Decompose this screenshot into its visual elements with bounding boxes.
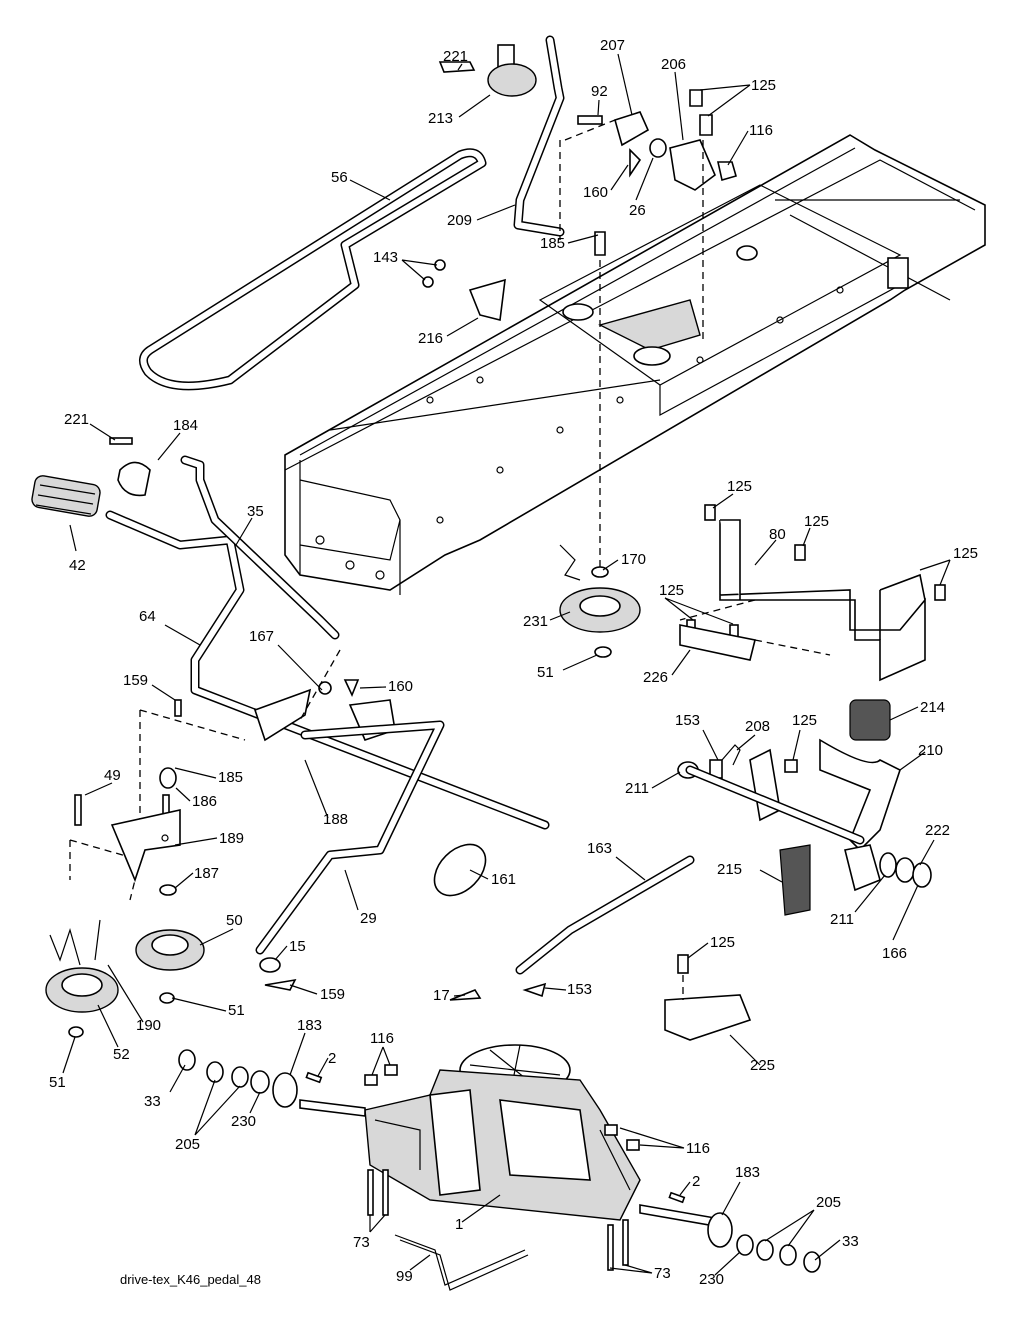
callout-17: 17: [433, 987, 450, 1004]
callout-64: 64: [139, 608, 156, 625]
callout-80: 80: [769, 526, 786, 543]
callout-143: 143: [373, 249, 398, 266]
callout-160: 160: [388, 678, 413, 695]
pulley-assembly: [45, 767, 547, 1038]
callout-33: 33: [842, 1233, 859, 1250]
drawing-caption: drive-tex_K46_pedal_48: [120, 1272, 261, 1287]
callout-166: 166: [882, 945, 907, 962]
callout-221: 221: [64, 411, 89, 428]
callout-35: 35: [247, 503, 264, 520]
callout-42: 42: [69, 557, 86, 574]
frame: [284, 134, 986, 595]
callout-116: 116: [686, 1140, 710, 1157]
callout-206: 206: [661, 56, 686, 73]
callout-215: 215: [717, 861, 742, 878]
callout-labels: 221 213 207 92 206 125 116 56 160 26 209…: [49, 37, 978, 1288]
callout-161: 161: [491, 871, 516, 888]
callout-190: 190: [136, 1017, 161, 1034]
callout-153: 153: [675, 712, 700, 729]
callout-205: 205: [175, 1136, 200, 1153]
callout-210: 210: [918, 742, 943, 759]
callout-56: 56: [331, 169, 348, 186]
callout-187: 187: [194, 865, 219, 882]
callout-214: 214: [920, 699, 945, 716]
callout-231: 231: [523, 613, 548, 630]
callout-125: 125: [804, 513, 829, 530]
callout-170: 170: [621, 551, 646, 568]
callout-1: 1: [455, 1216, 463, 1233]
callout-125: 125: [953, 545, 978, 562]
callout-159: 159: [320, 986, 345, 1003]
callout-211: 211: [625, 780, 649, 797]
callout-159: 159: [123, 672, 148, 689]
callout-26: 26: [629, 202, 646, 219]
callout-125: 125: [751, 77, 776, 94]
callout-208: 208: [745, 718, 770, 735]
callout-125: 125: [710, 934, 735, 951]
callout-183: 183: [297, 1017, 322, 1034]
right-controls: [515, 504, 946, 1041]
callout-50: 50: [226, 912, 243, 929]
callout-184: 184: [173, 417, 198, 434]
callout-51: 51: [537, 664, 554, 681]
callout-125: 125: [727, 478, 752, 495]
callout-51: 51: [49, 1074, 66, 1091]
callout-29: 29: [360, 910, 377, 927]
callout-216: 216: [418, 330, 443, 347]
callout-92: 92: [591, 83, 608, 100]
callout-163: 163: [587, 840, 612, 857]
top-parts: [422, 35, 737, 570]
transaxle: [178, 1044, 821, 1291]
leader-lines: [62, 53, 951, 1276]
callout-221: 221: [443, 48, 468, 65]
callout-2: 2: [328, 1050, 336, 1067]
callout-49: 49: [104, 767, 121, 784]
callout-185: 185: [540, 235, 565, 252]
callout-125: 125: [659, 582, 684, 599]
callout-222: 222: [925, 822, 950, 839]
drive-belt: [139, 148, 487, 391]
callout-183: 183: [735, 1164, 760, 1181]
callout-226: 226: [643, 669, 668, 686]
left-controls: [31, 437, 550, 955]
callout-52: 52: [113, 1046, 130, 1063]
callout-116: 116: [370, 1030, 394, 1047]
callout-230: 230: [699, 1271, 724, 1288]
callout-186: 186: [192, 793, 217, 810]
callout-205: 205: [816, 1194, 841, 1211]
callout-209: 209: [447, 212, 472, 229]
callout-125: 125: [792, 712, 817, 729]
callout-207: 207: [600, 37, 625, 54]
callout-116: 116: [749, 122, 773, 139]
callout-160: 160: [583, 184, 608, 201]
callout-51: 51: [228, 1002, 245, 1019]
callout-185: 185: [218, 769, 243, 786]
callout-230: 230: [231, 1113, 256, 1130]
callout-73: 73: [353, 1234, 370, 1251]
callout-33: 33: [144, 1093, 161, 1110]
callout-189: 189: [219, 830, 244, 847]
callout-167: 167: [249, 628, 274, 645]
callout-99: 99: [396, 1268, 413, 1285]
callout-2: 2: [692, 1173, 700, 1190]
callout-211: 211: [830, 911, 854, 928]
callout-213: 213: [428, 110, 453, 127]
callout-15: 15: [289, 938, 306, 955]
callout-188: 188: [323, 811, 348, 828]
callout-73: 73: [654, 1265, 671, 1282]
callout-153: 153: [567, 981, 592, 998]
